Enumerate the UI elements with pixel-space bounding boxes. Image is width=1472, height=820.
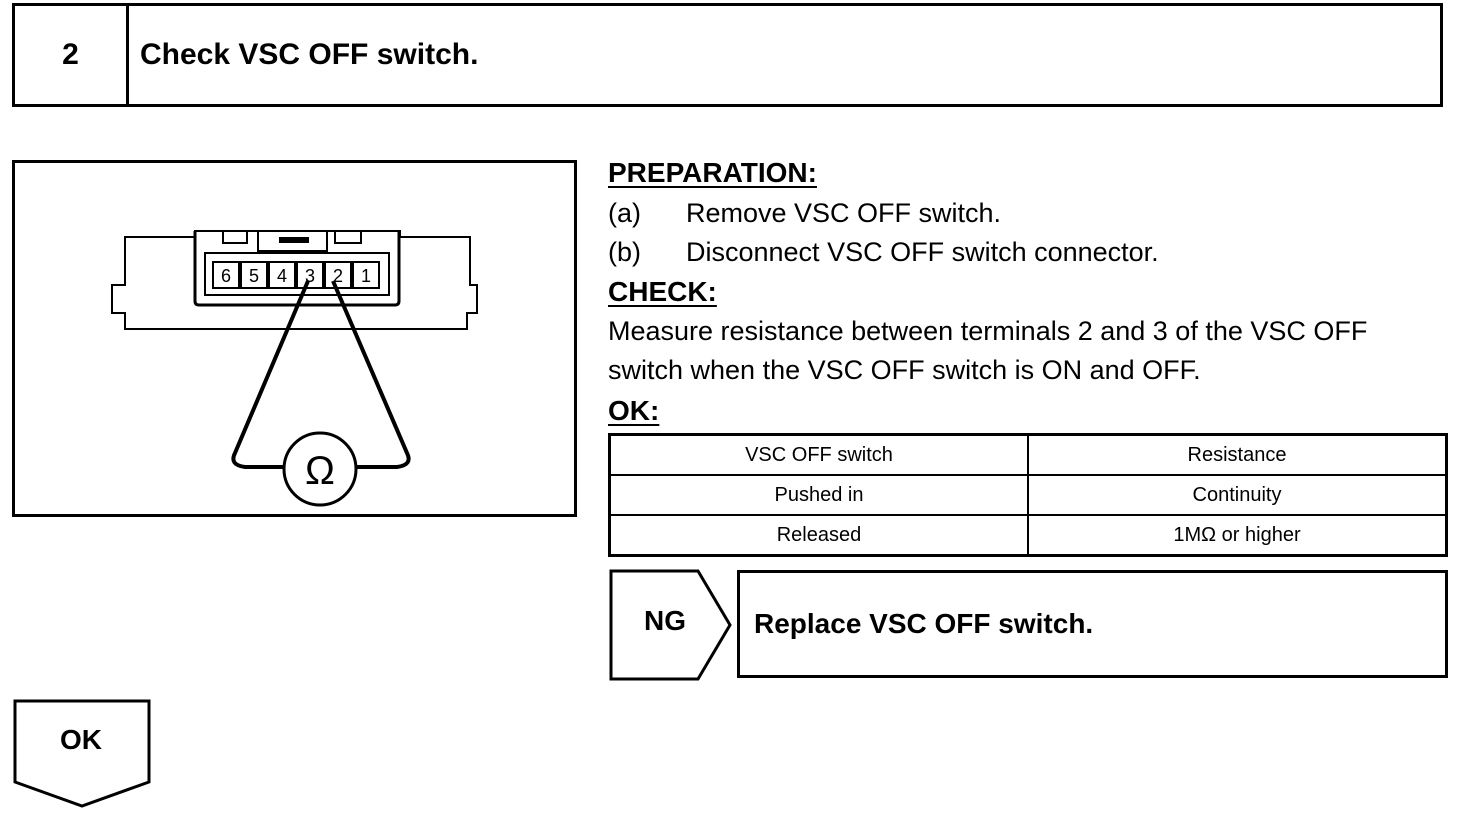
preparation-item: (b) Disconnect VSC OFF switch connector.	[608, 237, 1159, 268]
terminal-cell	[240, 261, 268, 289]
preparation-item-label: (b)	[608, 237, 641, 267]
ok-heading: OK:	[608, 395, 660, 426]
table-row: Pushed in Continuity	[608, 474, 1448, 516]
table-header-cell: Resistance	[1027, 433, 1448, 476]
table-header-cell: VSC OFF switch	[608, 433, 1029, 476]
terminal-cell	[352, 261, 380, 289]
terminal-number: 6	[221, 266, 231, 286]
ohmmeter-icon	[282, 431, 358, 507]
preparation-item: (a) Remove VSC OFF switch.	[608, 198, 1001, 229]
table-row: Released 1MΩ or higher	[608, 514, 1448, 557]
terminal-cell	[296, 261, 324, 289]
table-cell: Continuity	[1027, 474, 1448, 516]
step-title: Check VSC OFF switch.	[140, 38, 479, 71]
ohm-symbol: Ω	[305, 449, 335, 493]
preparation-item-text: Remove VSC OFF switch.	[686, 198, 1002, 228]
ng-action-text: Replace VSC OFF switch.	[754, 608, 1094, 639]
preparation-heading: PREPARATION:	[608, 157, 817, 188]
terminal-number: 4	[277, 266, 287, 286]
check-text-line: Measure resistance between terminals 2 a…	[608, 316, 1368, 346]
table-cell: Pushed in	[608, 474, 1029, 516]
preparation-item-text: Disconnect VSC OFF switch connector.	[686, 237, 1159, 267]
ok-down-arrow-icon	[13, 699, 151, 808]
step-number: 2	[15, 6, 129, 104]
ng-arrow-icon	[609, 569, 732, 681]
ok-flow-label: OK	[60, 724, 102, 755]
table-cell: 1MΩ or higher	[1027, 514, 1448, 557]
resistance-spec-table: VSC OFF switch Resistance Pushed in Cont…	[608, 433, 1448, 557]
check-heading: CHECK:	[608, 276, 717, 307]
terminal-number: 3	[305, 266, 315, 286]
terminal-number: 1	[361, 266, 371, 286]
ng-label: NG	[644, 605, 686, 636]
ng-action-box: Replace VSC OFF switch.	[737, 570, 1448, 678]
table-cell: Released	[608, 514, 1029, 557]
terminal-number: 2	[333, 266, 343, 286]
step-header: 2 Check VSC OFF switch.	[12, 3, 1443, 107]
terminal-cell	[268, 261, 296, 289]
terminal-number: 5	[249, 266, 259, 286]
terminal-cell	[212, 261, 240, 289]
preparation-item-label: (a)	[608, 198, 641, 228]
table-header-row: VSC OFF switch Resistance	[608, 433, 1448, 476]
check-text-line: switch when the VSC OFF switch is ON and…	[608, 355, 1201, 385]
